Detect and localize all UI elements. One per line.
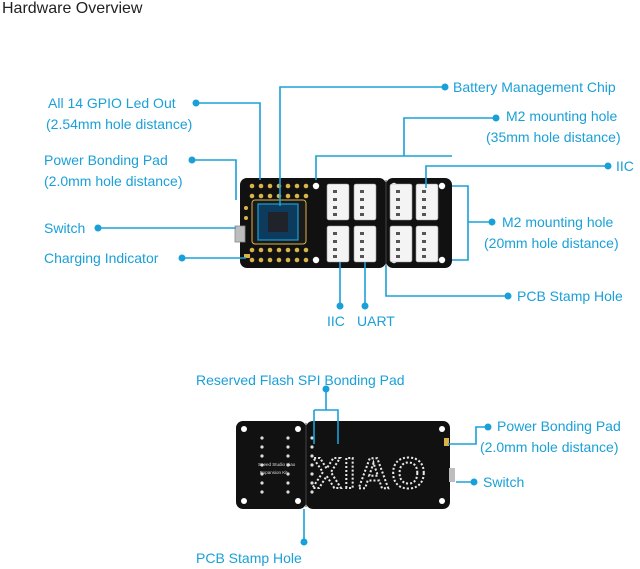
m2-20-label-line2: (20mm hole distance) [484, 235, 619, 251]
gpio-label-line1: All 14 GPIO Led Out [48, 95, 176, 111]
bottom-switch-component [449, 468, 455, 482]
bottom-pad-dots [260, 436, 314, 494]
power-pad-label-line1: Power Bonding Pad [44, 152, 168, 168]
mounting-hole [312, 182, 320, 190]
top-labels: All 14 GPIO Led Out (2.54mm hole distanc… [44, 79, 634, 329]
bottom-switch-label: Switch [483, 474, 524, 490]
m2-35-label-line1: M2 mounting hole [506, 108, 618, 124]
top-board [234, 178, 452, 268]
charging-led [244, 254, 250, 258]
bottom-power-pad [444, 438, 449, 446]
m2-20-label-line1: M2 mounting hole [502, 214, 614, 230]
bottom-power-pad-label-line2: (2.0mm hole distance) [480, 439, 619, 455]
charging-indicator-label: Charging Indicator [44, 250, 159, 266]
grove-pins [333, 190, 426, 258]
bottom-board: Seeed Studio Xiao Expansion Kit XIAO [236, 421, 455, 509]
bottom-pcb-stamp-label: PCB Stamp Hole [196, 550, 302, 566]
flash-spi-label: Reserved Flash SPI Bonding Pad [196, 372, 405, 388]
mounting-hole [438, 182, 446, 190]
xiao-chip-core [268, 212, 288, 232]
switch-label: Switch [44, 220, 85, 236]
battery-chip-label: Battery Management Chip [453, 79, 616, 95]
bottom-power-pad-label-line1: Power Bonding Pad [497, 418, 621, 434]
iic-right-label: IIC [616, 158, 634, 174]
bottom-board-left-section [236, 421, 306, 509]
brand-line2: Expansion Kit [260, 470, 288, 475]
grove-connectors [326, 183, 439, 263]
bottom-board-right-section [306, 421, 450, 509]
brand-line1: Seeed Studio Xiao [258, 462, 296, 467]
xiao-logo: XIAO [312, 449, 428, 498]
m2-35-label-line2: (35mm hole distance) [486, 129, 621, 145]
mounting-hole [438, 256, 446, 264]
power-pad-label-line2: (2.0mm hole distance) [44, 173, 183, 189]
top-callouts [94, 83, 612, 310]
pcb-stamp-hole-label: PCB Stamp Hole [517, 288, 623, 304]
mounting-hole [312, 256, 320, 264]
page-title: Hardware Overview [2, 0, 143, 17]
bottom-gpio-pins [249, 247, 309, 263]
bottom-labels: Reserved Flash SPI Bonding Pad Power Bon… [196, 372, 621, 566]
switch-component [234, 225, 246, 243]
iic-bottom-label: IIC [327, 313, 345, 329]
uart-label: UART [357, 313, 395, 329]
bottom-callouts [300, 385, 492, 546]
gpio-label-line2: (2.54mm hole distance) [46, 116, 192, 132]
